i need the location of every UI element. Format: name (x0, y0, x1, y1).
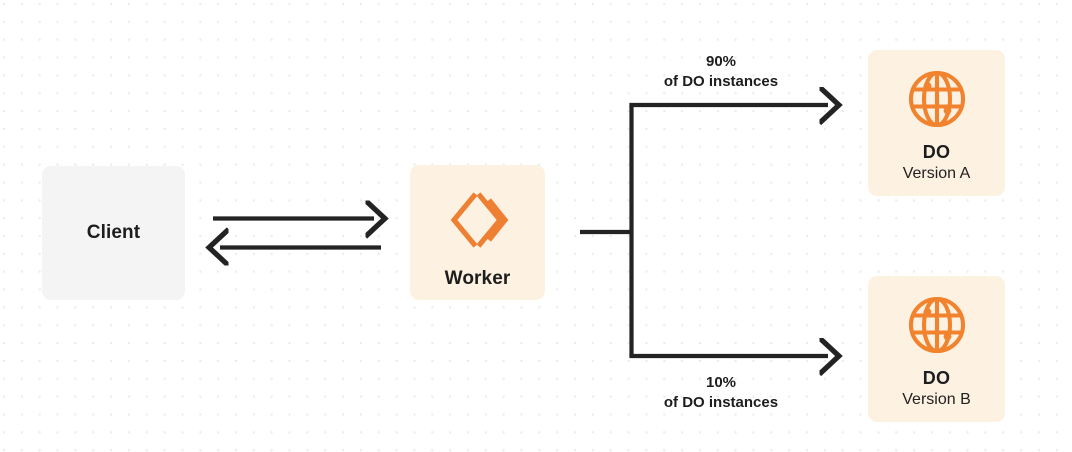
globe-icon (906, 68, 968, 130)
edge-label-do-a-percent: 90% (705, 53, 737, 70)
node-do-a-label: DO (922, 142, 951, 162)
globe-icon (906, 294, 968, 356)
node-client-label: Client (86, 222, 141, 243)
node-worker-label: Worker (444, 268, 511, 289)
node-do-version-a: DO Version A (868, 50, 1005, 196)
edge-label-do-b: 10% of DO instances (611, 373, 831, 413)
node-worker: Worker (410, 165, 545, 300)
cloudflare-workers-logo-icon (445, 187, 511, 253)
node-do-b-sublabel: Version B (902, 391, 971, 408)
edge-label-do-b-percent: 10% (705, 374, 737, 391)
edge-label-do-a: 90% of DO instances (611, 52, 831, 92)
node-client: Client (42, 166, 185, 300)
edge-label-do-b-description: of DO instances (663, 393, 779, 411)
node-do-b-label: DO (922, 368, 951, 388)
node-do-a-sublabel: Version A (902, 165, 971, 182)
edge-label-do-a-description: of DO instances (663, 72, 779, 90)
node-do-version-b: DO Version B (868, 276, 1005, 422)
